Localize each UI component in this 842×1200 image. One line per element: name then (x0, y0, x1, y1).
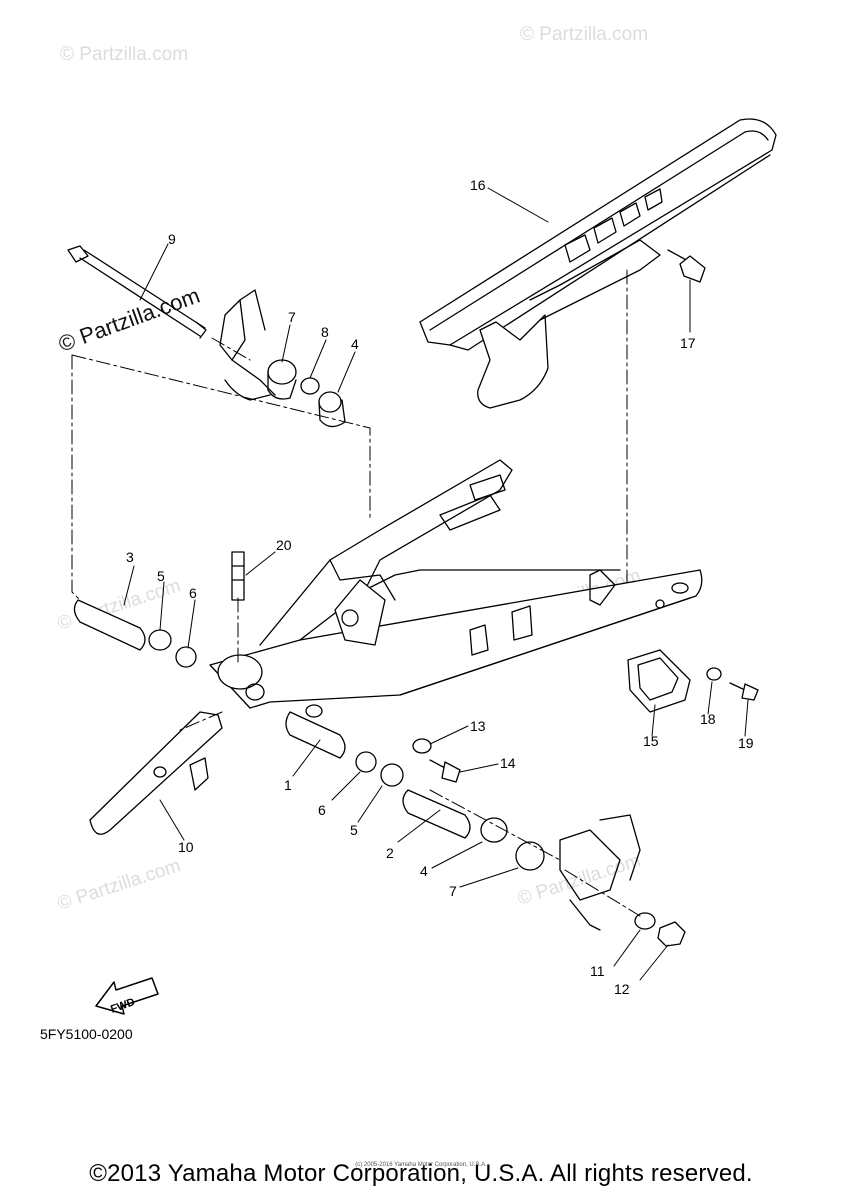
callout-3: 3 (126, 549, 134, 565)
part-11-nut (657, 921, 686, 947)
callout-19: 19 (738, 735, 754, 751)
part-5-bushing-right (380, 763, 404, 787)
part-17-plate (627, 649, 691, 713)
callout-7-bottom: 7 (449, 883, 457, 899)
callout-17: 15 (643, 733, 659, 749)
frame-bracket-top (219, 289, 276, 401)
frame-bracket-bottom (559, 814, 641, 931)
callout-8: 8 (321, 324, 329, 340)
part-13-bolt (667, 249, 706, 283)
part-14-chain-slider (89, 711, 223, 835)
part-7-collar-top (267, 359, 297, 400)
part-7-collar-bottom (515, 841, 545, 871)
part-12-chain-guard (419, 118, 777, 409)
callout-1: 1 (284, 777, 292, 793)
part-15-washer (412, 738, 432, 754)
part-8-washer (300, 377, 320, 395)
part-5-bushing-left (148, 629, 172, 651)
watermark-dark: © Partzilla.com (55, 283, 203, 357)
callout-9: 9 (168, 231, 176, 247)
callout-16: 14 (500, 755, 516, 771)
callout-7-top: 7 (288, 309, 296, 325)
callout-15: 13 (470, 718, 486, 734)
part-6-seal-right (355, 751, 377, 773)
callout-5-left: 5 (157, 568, 165, 584)
callout-14: 10 (178, 839, 194, 855)
callout-11: 12 (614, 981, 630, 997)
diagram-code: 5FY5100-0200 (40, 1026, 133, 1042)
callout-18: 18 (700, 711, 716, 727)
part-19-bolt (729, 682, 759, 701)
part-4-bushing-top (318, 391, 346, 428)
copyright-notice: ©2013 Yamaha Motor Corporation, U.S.A. A… (89, 1160, 753, 1187)
part-6-seal-left (175, 646, 197, 668)
callout-2: 2 (386, 845, 394, 861)
watermark-top-right: © Partzilla.com (520, 24, 648, 45)
part-18-washer (706, 667, 722, 681)
swingarm-main (209, 459, 703, 709)
fine-print: (c) 2005-2016 Yamaha Motor Corporation, … (355, 1162, 487, 1168)
callout-12: 16 (470, 177, 486, 193)
leader-lines (123, 187, 749, 981)
part-1-collar (285, 704, 346, 759)
watermark-top-left: © Partzilla.com (60, 44, 188, 65)
callout-6-right: 6 (318, 802, 326, 818)
callout-10: 11 (590, 963, 605, 979)
part-2-pipe (402, 789, 471, 839)
fwd-arrow (95, 977, 159, 1015)
callout-4-top: 4 (351, 336, 359, 352)
callout-13: 17 (680, 335, 696, 351)
callout-numbers: 16 17 9 7 8 4 20 3 5 6 1 6 5 2 4 7 13 14… (126, 177, 754, 997)
callout-6-left: 6 (189, 585, 197, 601)
part-9-pivot-bolt (67, 245, 207, 339)
callout-5-right: 5 (350, 822, 358, 838)
part-20-grease-nipple (231, 551, 245, 601)
part-4-bushing-bottom (480, 817, 508, 843)
callout-20: 20 (276, 537, 292, 553)
part-16-bolt (429, 759, 461, 783)
part-3-pipe (73, 599, 146, 651)
watermark-bottom-left: © Partzilla.com (55, 855, 183, 915)
part-10-washer (634, 912, 656, 930)
guide-lines (71, 269, 641, 917)
callout-4-bottom: 4 (420, 863, 428, 879)
